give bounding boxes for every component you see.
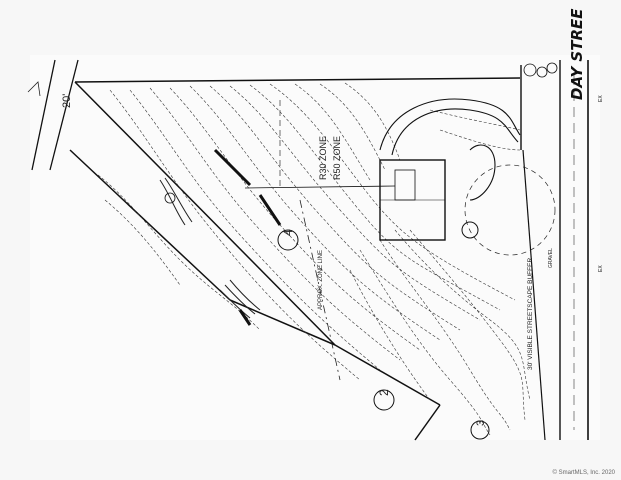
street-lines <box>520 60 589 441</box>
ex-label-1: EX <box>598 95 604 102</box>
driveway <box>379 98 521 201</box>
zone-line-label: APPROX. ZONE LINE <box>318 250 324 310</box>
property-boundary <box>69 77 521 441</box>
ex-label-2: EX <box>598 265 604 272</box>
copyright-watermark: © SmartMLS, Inc. 2020 <box>552 470 615 476</box>
lot-number-3-text: 3 <box>475 420 487 426</box>
street-name-label: DAY STREE <box>568 8 586 100</box>
well-circle <box>461 221 479 239</box>
lot-number-2-text: 2 <box>377 389 391 396</box>
lot-number-2: 2 <box>373 389 395 411</box>
corner-mark <box>27 81 41 97</box>
house-footprint <box>379 159 446 241</box>
tree-symbols <box>164 62 558 204</box>
left-row-lines <box>31 59 79 171</box>
gravel-label: GRAVEL <box>548 248 554 268</box>
row-width-label: 20' <box>61 94 73 108</box>
lot-number-4-text: 4 <box>281 229 295 236</box>
plan-labels: DAY STREE 20' 4 2 3 R30 ZONE R50 ZONE AP… <box>61 8 604 440</box>
plan-sheet <box>30 55 600 440</box>
zone-label-r50: R50 ZONE <box>332 136 342 180</box>
leach-field-circle <box>464 164 556 256</box>
lot-number-4: 4 <box>277 229 299 251</box>
approx-zone-line <box>299 199 341 381</box>
zone-label-r30: R30 ZONE <box>318 136 328 180</box>
lot-number-3: 3 <box>470 420 490 440</box>
streetscape-buffer-label: 30' VISIBLE STREETSCAPE BUFFER <box>527 258 534 370</box>
stone-wall-segments <box>213 148 282 326</box>
